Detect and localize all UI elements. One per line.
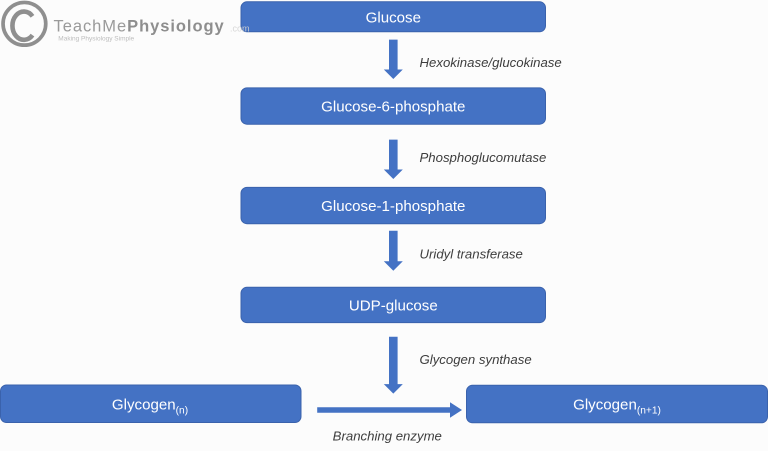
svg-text:Glucose: Glucose <box>366 9 421 26</box>
svg-text:Glucose-1-phosphate: Glucose-1-phosphate <box>321 198 465 215</box>
svg-text:Glycogen(n): Glycogen(n) <box>112 397 188 417</box>
svg-text:Making Physiology Simple: Making Physiology Simple <box>58 35 134 42</box>
svg-text:UDP-glucose: UDP-glucose <box>349 298 438 315</box>
svg-text:Branching enzyme: Branching enzyme <box>333 428 442 443</box>
svg-text:Hexokinase/glucokinase: Hexokinase/glucokinase <box>420 55 562 70</box>
svg-text:TeachMePhysiology: TeachMePhysiology <box>54 18 225 36</box>
svg-text:Glucose-6-phosphate: Glucose-6-phosphate <box>321 99 465 116</box>
svg-text:.com: .com <box>230 23 250 33</box>
svg-text:Uridyl transferase: Uridyl transferase <box>420 247 523 262</box>
svg-text:Glycogen synthase: Glycogen synthase <box>420 352 532 367</box>
svg-text:Phosphoglucomutase: Phosphoglucomutase <box>420 150 547 165</box>
